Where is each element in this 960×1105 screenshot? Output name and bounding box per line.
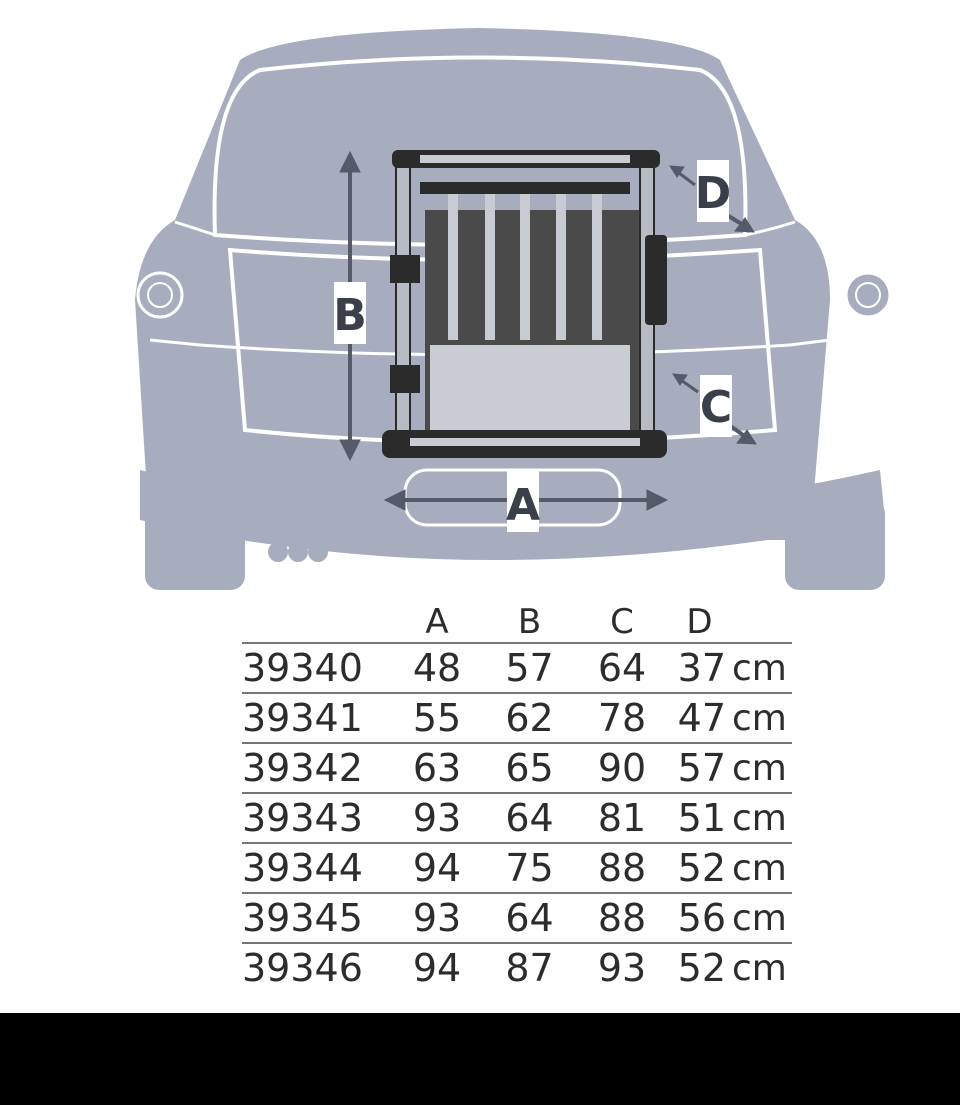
cell-b: 87 — [505, 946, 554, 990]
cell-c: 93 — [597, 946, 647, 990]
cell-a: 93 — [392, 893, 482, 944]
cell-a: 55 — [392, 693, 482, 744]
cell-unit: cm — [732, 893, 792, 944]
cell-c: 90 — [577, 743, 667, 794]
cell-c: 88 — [577, 843, 667, 894]
cell-unit: cm — [732, 643, 792, 694]
dimension-label-c: C — [700, 382, 732, 433]
footer-bar — [0, 1013, 960, 1105]
cell-article: 39343 — [242, 793, 392, 844]
cell-article: 39341 — [242, 693, 392, 744]
cell-b: 65 — [482, 743, 577, 794]
cell-d: 56 — [667, 893, 732, 944]
cell-unit: cm — [732, 743, 792, 794]
header-d: D — [667, 598, 732, 644]
cell-article: 39340 — [242, 643, 392, 694]
cell-b: 64 — [482, 793, 577, 844]
header-c: C — [577, 598, 667, 644]
cell-article: 39344 — [242, 843, 392, 894]
cell-d: 47 — [667, 693, 732, 744]
car-crate-diagram: B A D C — [135, 28, 892, 590]
cell-b: 75 — [482, 843, 577, 894]
cell-article: 39346 — [242, 946, 363, 990]
header-article — [242, 598, 392, 644]
cell-c: 88 — [577, 893, 667, 944]
cell-a: 63 — [392, 743, 482, 794]
dimension-label-d: D — [695, 168, 732, 219]
cell-a: 94 — [412, 946, 462, 990]
cell-d: 52 — [667, 843, 732, 894]
cell-c: 78 — [577, 693, 667, 744]
cell-unit: cm — [732, 793, 792, 844]
cell-c: 64 — [577, 643, 667, 694]
cell-c: 81 — [577, 793, 667, 844]
cell-b: 57 — [482, 643, 577, 694]
table-header-row: A B C D — [242, 598, 792, 644]
cell-d: 51 — [667, 793, 732, 844]
dimension-label-a: A — [506, 480, 540, 531]
header-unit — [732, 598, 792, 644]
header-b: B — [482, 598, 577, 644]
cell-b: 64 — [482, 893, 577, 944]
dimension-label-b: B — [333, 290, 367, 341]
cell-d: 37 — [667, 643, 732, 694]
cell-unit: cm — [732, 693, 792, 744]
cell-a: 93 — [392, 793, 482, 844]
cell-unit: cm — [732, 843, 792, 894]
cell-b: 62 — [482, 693, 577, 744]
cell-article: 39345 — [242, 893, 392, 944]
header-a: A — [392, 598, 482, 644]
cell-unit: cm — [732, 947, 787, 989]
cell-a: 94 — [392, 843, 482, 894]
cell-a: 48 — [392, 643, 482, 694]
cell-article: 39342 — [242, 743, 392, 794]
cell-d: 52 — [677, 946, 726, 990]
crate — [382, 150, 667, 458]
cell-d: 57 — [667, 743, 732, 794]
